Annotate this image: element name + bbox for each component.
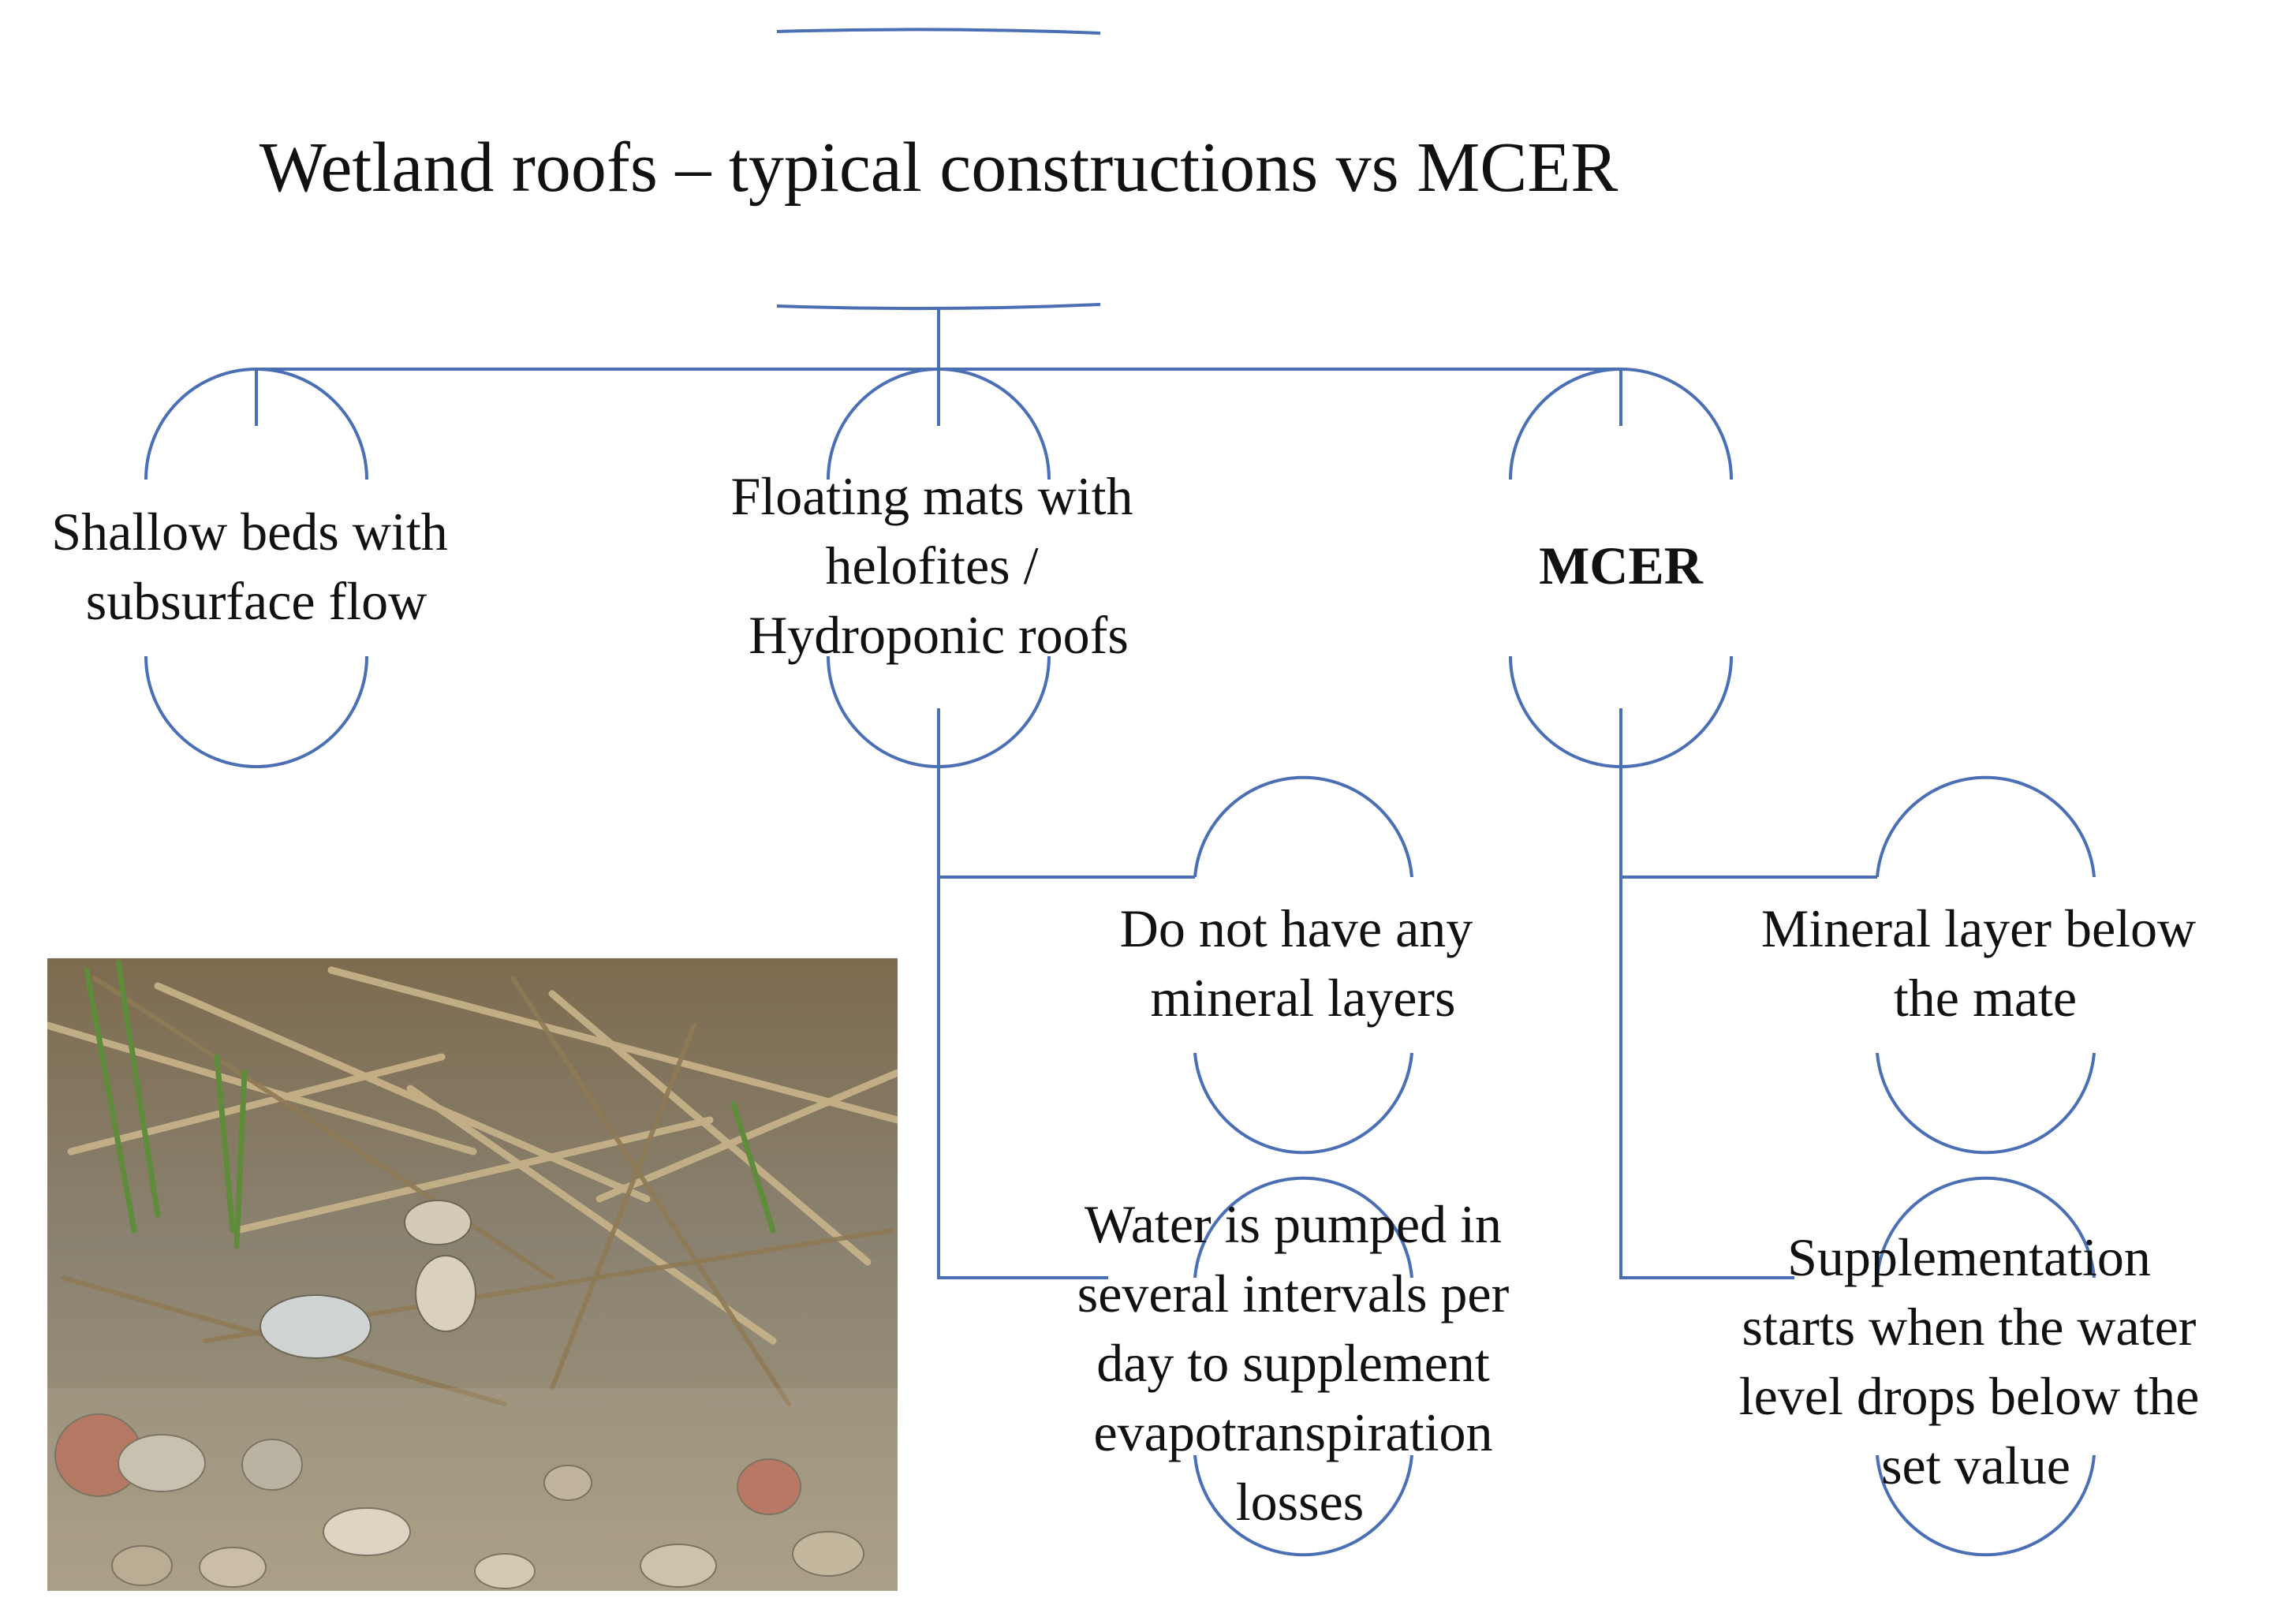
node-bottom-arc — [144, 655, 368, 768]
label-line: several intervals per — [1077, 1264, 1510, 1323]
node-label: Floating mats with helofites / Hydroponi… — [731, 466, 1147, 665]
title-node: Wetland roofs – typical constructions vs… — [259, 28, 1618, 311]
label-line: Mineral layer below — [1761, 898, 2196, 958]
node-label: Shallow beds with subsurface flow — [51, 502, 461, 631]
node-label: MCER — [1539, 536, 1704, 595]
title-bottom-bracket — [776, 303, 1101, 311]
node-no-mineral-layers: Do not have any mineral layers — [1120, 775, 1487, 1155]
node-supplementation: Supplementation starts when the water le… — [1739, 1176, 2213, 1557]
label-line: Do not have any — [1120, 898, 1473, 958]
floating-children-line — [937, 708, 1108, 1279]
label-line: the mate — [1894, 968, 2077, 1028]
node-top-arc — [1876, 1176, 2096, 1279]
node-mineral-layer-below: Mineral layer below the mate — [1761, 775, 2209, 1155]
node-top-arc — [144, 368, 368, 480]
label-line: Floating mats with — [731, 466, 1133, 526]
node-label: Mineral layer below the mate — [1761, 898, 2209, 1028]
node-label: Do not have any mineral layers — [1120, 898, 1487, 1028]
node-mcer: MCER — [1509, 368, 1733, 768]
label-line: helofites / — [825, 536, 1038, 595]
label-line: Supplementation — [1787, 1227, 2151, 1287]
label-line: Hydroponic roofs — [749, 605, 1129, 665]
label-line: mineral layers — [1150, 968, 1455, 1028]
label-line: Shallow beds with — [51, 502, 447, 562]
node-label: Water is pumped in several intervals per… — [1077, 1194, 1523, 1532]
connector-lines — [255, 309, 1877, 1279]
label-line: level drops below the — [1739, 1366, 2200, 1426]
node-top-arc — [1876, 775, 2096, 878]
node-top-arc — [1193, 775, 1413, 878]
diagram-title: Wetland roofs – typical constructions vs… — [259, 129, 1618, 207]
wetland-photo — [47, 958, 898, 1591]
node-floating-mats: Floating mats with helofites / Hydroponi… — [731, 368, 1147, 768]
node-water-pumped: Water is pumped in several intervals per… — [1077, 1176, 1523, 1557]
node-top-arc — [1509, 368, 1733, 480]
label-line: Water is pumped in — [1085, 1194, 1502, 1254]
node-top-arc — [827, 368, 1051, 480]
label-line: losses — [1236, 1472, 1364, 1532]
node-bottom-arc — [1509, 655, 1733, 768]
label-line: subsurface flow — [86, 571, 427, 631]
label-line: evapotranspiration — [1093, 1402, 1492, 1462]
label-line: set value — [1881, 1435, 2070, 1495]
label-line: day to supplement — [1096, 1333, 1490, 1393]
node-bottom-arc — [1193, 1454, 1413, 1557]
node-bottom-arc — [1193, 1052, 1413, 1155]
node-top-arc — [1193, 1176, 1413, 1279]
label-line: starts when the water — [1742, 1297, 2197, 1357]
node-bottom-arc — [1876, 1454, 2096, 1557]
mcer-children-line — [1619, 708, 1794, 1279]
node-bottom-arc — [1876, 1052, 2096, 1155]
node-label: Supplementation starts when the water le… — [1739, 1227, 2213, 1495]
node-shallow-beds: Shallow beds with subsurface flow — [51, 368, 461, 768]
node-bottom-arc — [827, 655, 1051, 768]
title-top-bracket — [776, 28, 1101, 35]
